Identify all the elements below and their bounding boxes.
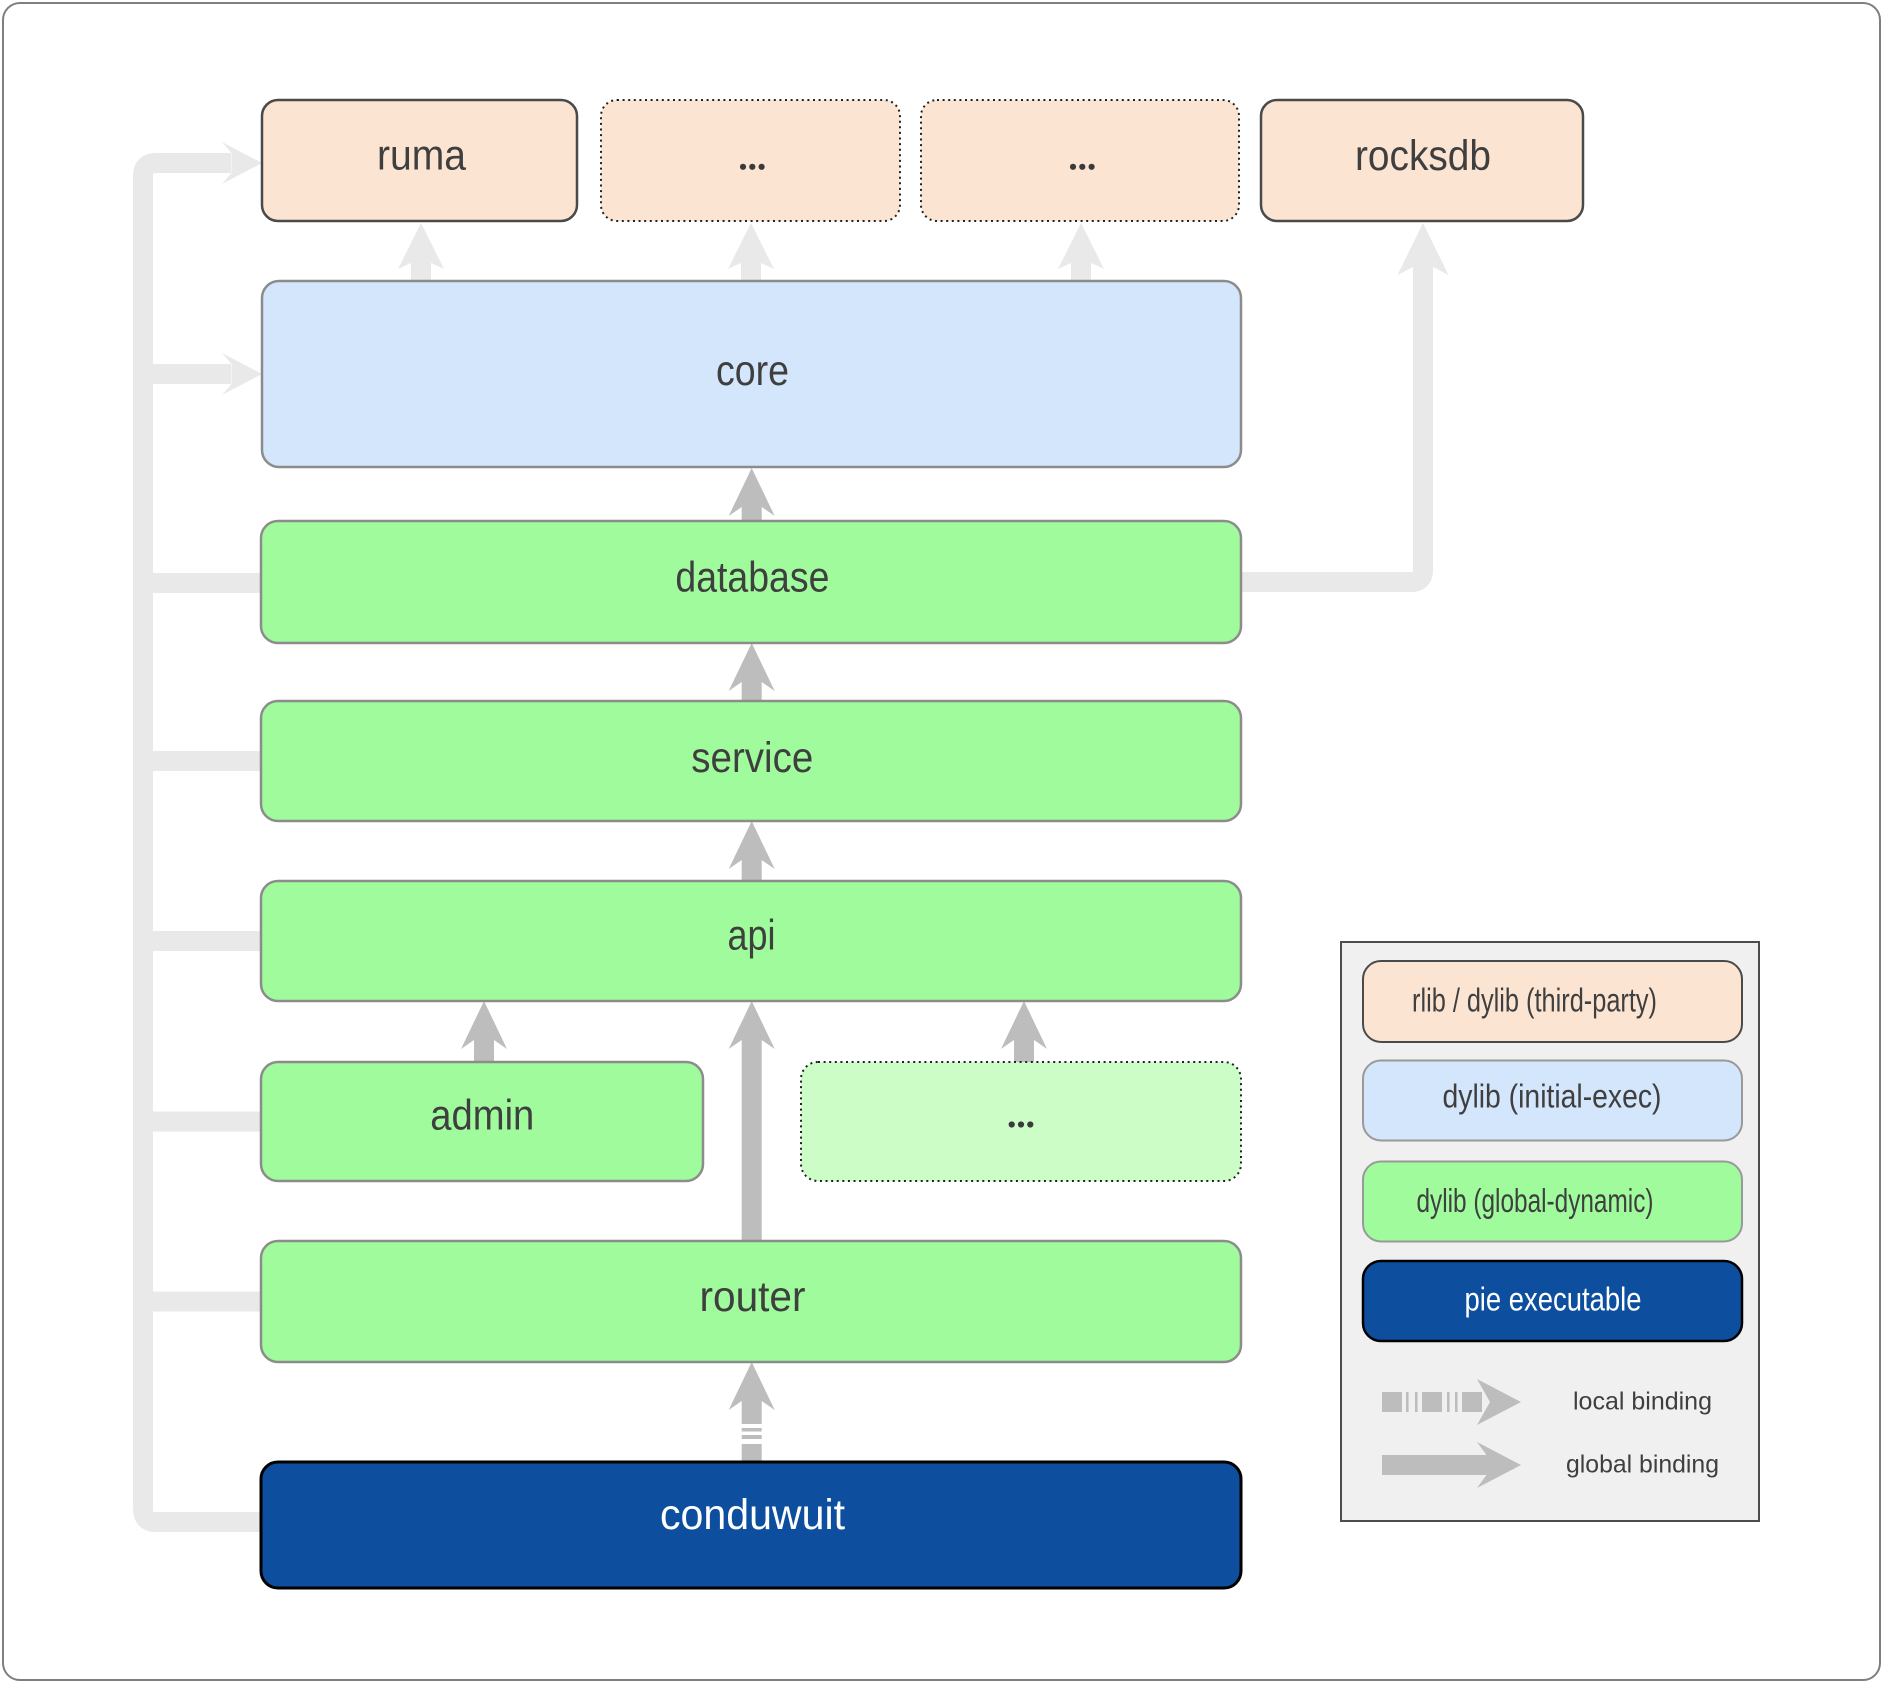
svg-text:dylib (initial-exec): dylib (initial-exec) <box>1443 1077 1662 1114</box>
svg-text:global binding: global binding <box>1566 1450 1719 1478</box>
svg-text:admin: admin <box>430 1092 534 1140</box>
svg-text:core: core <box>716 347 789 395</box>
svg-text:router: router <box>700 1273 806 1321</box>
svg-text:database: database <box>675 554 829 602</box>
svg-text:local binding: local binding <box>1573 1387 1712 1415</box>
svg-text:conduwuit: conduwuit <box>660 1491 845 1539</box>
svg-text:api: api <box>728 912 776 960</box>
svg-text:ruma: ruma <box>377 132 466 180</box>
svg-text:dylib (global-dynamic): dylib (global-dynamic) <box>1417 1182 1654 1219</box>
svg-text:pie executable: pie executable <box>1465 1281 1642 1318</box>
svg-text:rocksdb: rocksdb <box>1355 132 1491 180</box>
svg-text:rlib / dylib (third-party): rlib / dylib (third-party) <box>1412 982 1657 1019</box>
svg-text:service: service <box>691 734 813 782</box>
